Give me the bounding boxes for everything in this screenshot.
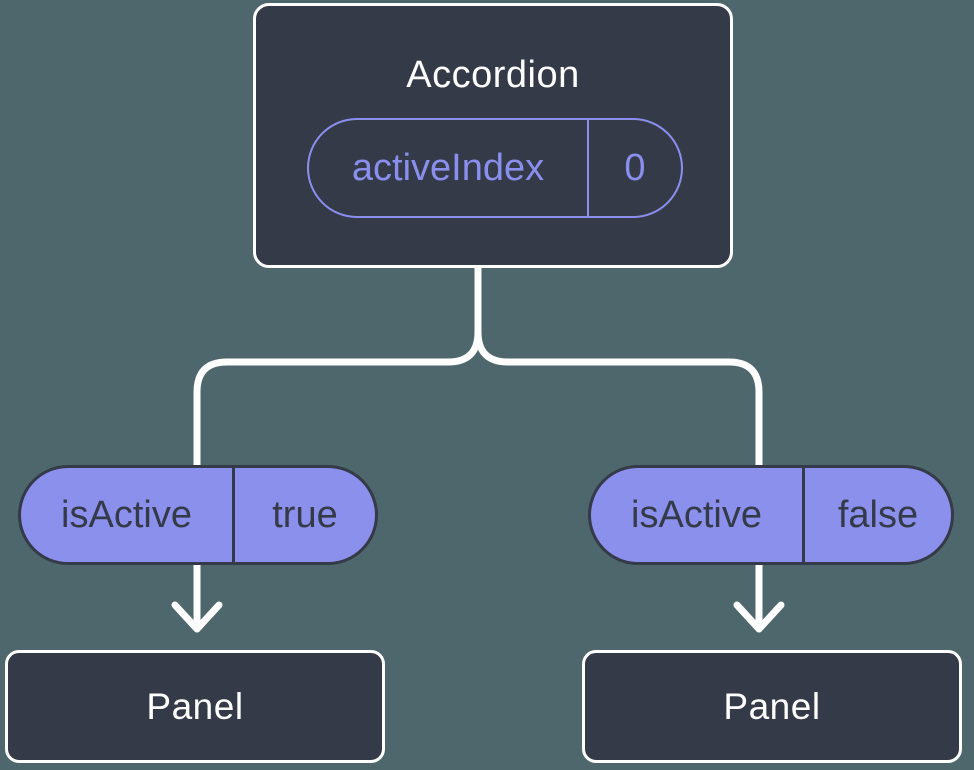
- accordion-node-title: Accordion: [406, 54, 580, 96]
- arrow-down-icon: [733, 601, 785, 633]
- accordion-node: Accordion activeIndex 0: [253, 3, 733, 268]
- prop-value-label: false: [802, 468, 951, 562]
- fork-left-connector: [193, 328, 482, 624]
- is-active-pill-right: isActive false: [588, 465, 954, 565]
- prop-name-label: activeIndex: [351, 146, 545, 189]
- prop-value-label: 0: [587, 120, 681, 216]
- prop-name-label: isActive: [61, 493, 192, 536]
- prop-value-label: true: [232, 468, 375, 562]
- panel-node-right: Panel: [582, 650, 962, 763]
- active-index-prop-pill: activeIndex 0: [307, 118, 683, 218]
- prop-name-label: isActive: [631, 493, 762, 536]
- panel-node-left: Panel: [5, 650, 385, 763]
- fork-right-connector: [474, 328, 763, 624]
- is-active-pill-left: isActive true: [18, 465, 378, 565]
- arrow-down-icon: [171, 601, 223, 633]
